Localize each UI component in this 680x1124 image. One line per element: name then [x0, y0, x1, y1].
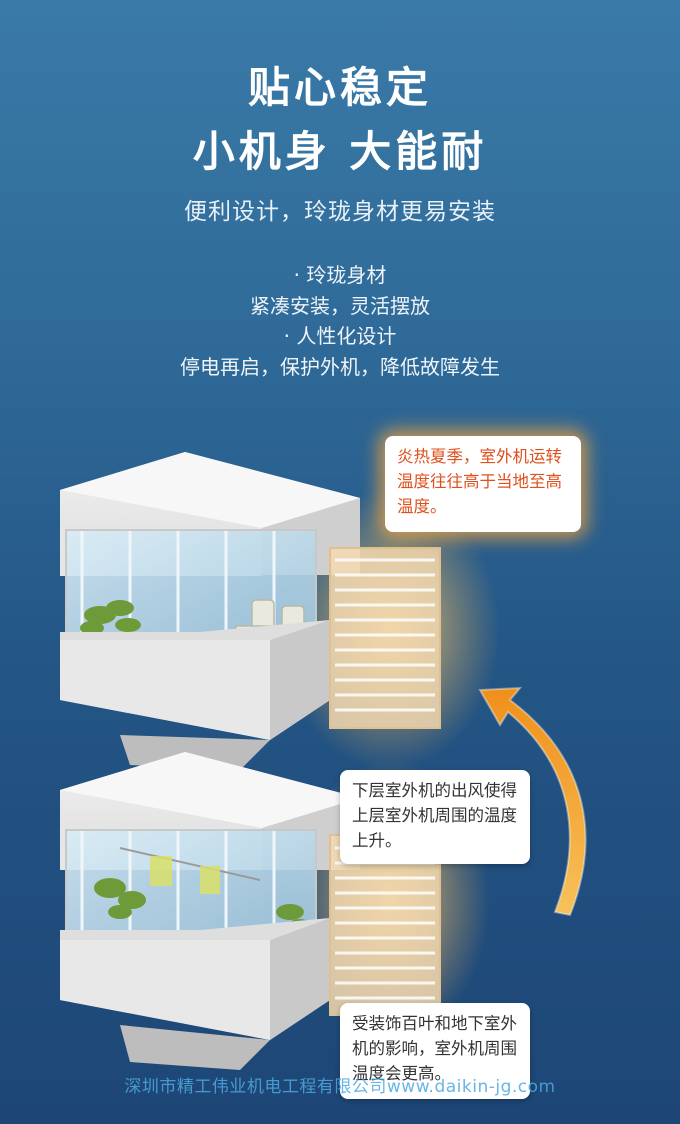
- lower-floor: [60, 752, 360, 1070]
- plant-icon: [94, 878, 311, 931]
- heat-rise-arrow-icon: [478, 686, 587, 917]
- laundry-icon: [150, 856, 220, 894]
- watermark: 深圳市精工伟业机电工程有限公司www.daikin-jg.com: [124, 1077, 556, 1097]
- feature-heading-design: · 人性化设计: [283, 324, 397, 348]
- title-line-2: 小机身 大能耐: [192, 127, 488, 176]
- callout-enclosure: 受装饰百叶和地下室外机的影响，室外机周围温度会更高。: [340, 1003, 530, 1099]
- feature-desc-compact: 紧凑安装，灵活摆放: [250, 293, 430, 318]
- upper-floor: [60, 452, 360, 770]
- callout-hot-summer: 炎热夏季，室外机运转温度往往高于当地至高温度。: [385, 436, 581, 532]
- title-line-1: 贴心稳定: [247, 63, 432, 112]
- subtitle: 便利设计，玲珑身材更易安装: [184, 199, 496, 225]
- lower-outdoor-unit: [329, 834, 441, 1016]
- callout-upper-heat: 下层室外机的出风使得上层室外机周围的温度上升。: [340, 770, 530, 864]
- feature-list: · 玲珑身材 紧凑安装，灵活摆放 · 人性化设计 停电再启，保护外机，降低故障发…: [0, 260, 680, 382]
- upper-outdoor-unit: [329, 547, 441, 729]
- clothes-line: [119, 847, 261, 881]
- feature-heading-compact: · 玲珑身材: [293, 263, 387, 287]
- plant-icon: [80, 600, 141, 635]
- feature-desc-design: 停电再启，保护外机，降低故障发生: [180, 354, 500, 379]
